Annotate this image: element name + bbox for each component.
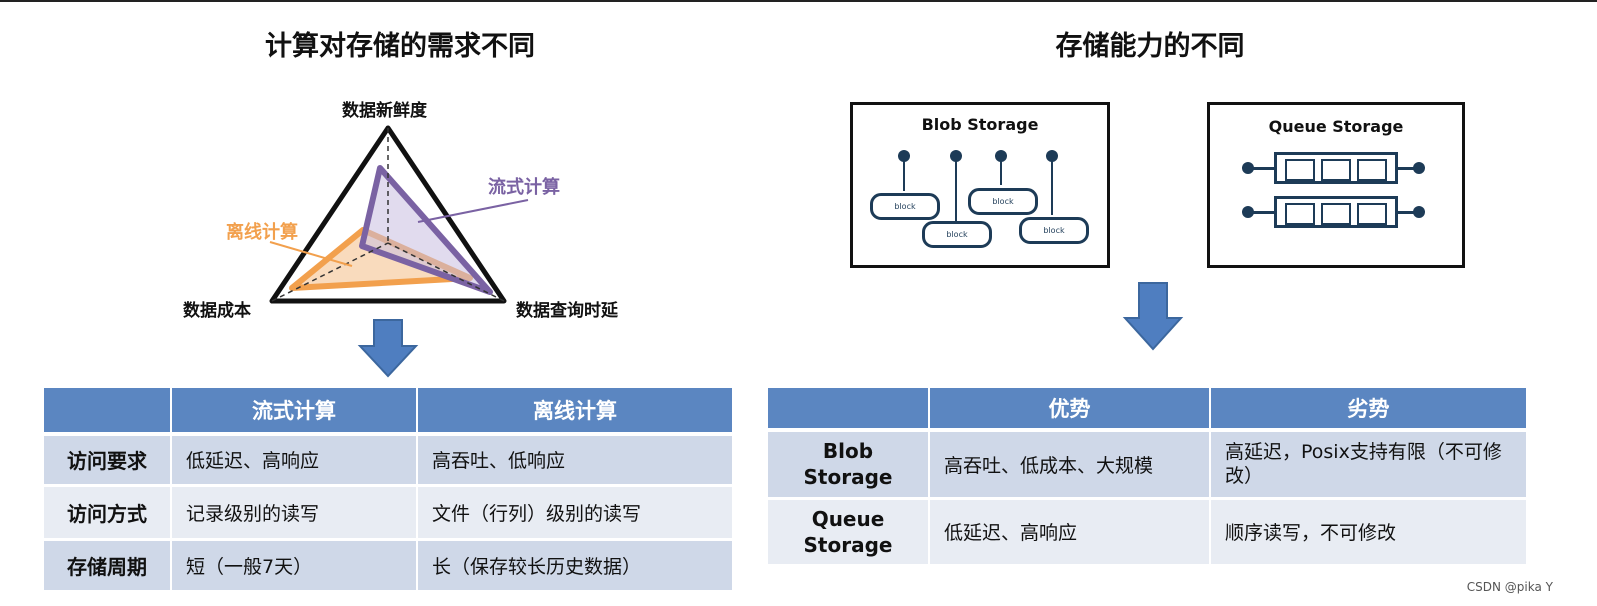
table-row: 存储周期 短（一般7天） 长（保存较长历史数据） [44,539,732,593]
node-dot [1413,206,1425,218]
row-label: 存储周期 [44,539,172,593]
axis-label-latency: 数据查询时延 [516,301,618,321]
queue-storage-box: Queue Storage [1207,102,1465,268]
table-row: Queue Storage 低延迟、高响应 顺序读写，不可修改 [768,498,1526,567]
envelope-icon [1285,203,1315,225]
cell-disadvantage: 顺序读写，不可修改 [1210,498,1526,567]
header-empty [768,388,930,432]
cell-disadvantage: 高延迟，Posix支持有限（不可修改） [1210,430,1526,500]
axis-label-cost: 数据成本 [183,301,251,321]
header-stream: 流式计算 [171,388,418,436]
node-dot [1242,162,1254,174]
radar-triangle [269,125,507,304]
connector [1252,211,1274,214]
left-down-arrow [357,319,419,378]
node-dot [1242,206,1254,218]
row-label: 访问方式 [44,485,172,541]
envelope-icon [1285,159,1315,181]
connector [1051,161,1053,215]
header-empty [44,388,172,436]
node-dot [1046,150,1058,162]
blob-storage-box: Blob Storage block block block block [850,102,1110,268]
cell-offline: 高吞吐、低响应 [417,434,732,487]
block-item: block [1019,217,1089,244]
top-border [0,0,1597,2]
cell-advantage: 低延迟、高响应 [929,498,1211,567]
node-dot [950,150,962,162]
axis-label-freshness: 数据新鲜度 [342,101,427,121]
stream-pointer [417,199,529,223]
axis-right [387,242,505,302]
connector [1000,161,1002,185]
node-dot [995,150,1007,162]
queue-bar [1274,196,1398,228]
node-dot [898,150,910,162]
right-down-arrow [1122,282,1184,351]
cell-stream: 记录级别的读写 [171,485,418,541]
envelope-icon [1357,159,1387,181]
row-label: Blob Storage [768,430,930,500]
block-item: block [968,188,1038,215]
stream-area [359,165,493,295]
connector [1398,211,1416,214]
left-title: 计算对存储的需求不同 [265,31,535,62]
envelope-icon [1321,159,1351,181]
table-row: Blob Storage 高吞吐、低成本、大规模 高延迟，Posix支持有限（不… [768,430,1526,500]
stream-label: 流式计算 [488,177,560,198]
connector [903,161,905,191]
header-advantage: 优势 [929,388,1211,432]
table-row: 访问要求 低延迟、高响应 高吞吐、低响应 [44,434,732,487]
right-title: 存储能力的不同 [1055,31,1245,62]
queue-storage-title: Queue Storage [1268,117,1404,136]
cell-stream: 低延迟、高响应 [171,434,418,487]
offline-label: 离线计算 [226,222,298,243]
connector [955,161,957,221]
row-label: Queue Storage [768,498,930,567]
cell-offline: 文件（行列）级别的读写 [417,485,732,541]
storage-table: 优势 劣势 Blob Storage 高吞吐、低成本、大规模 高延迟，Posix… [768,388,1526,567]
table-header-row: 优势 劣势 [768,388,1526,432]
axis-left [271,242,389,302]
queue-bar [1274,152,1398,184]
cell-advantage: 高吞吐、低成本、大规模 [929,430,1211,500]
block-item: block [870,193,940,220]
node-dot [1413,162,1425,174]
row-label: 访问要求 [44,434,172,487]
compute-table: 流式计算 离线计算 访问要求 低延迟、高响应 高吞吐、低响应 访问方式 记录级别… [44,388,732,593]
connector [1398,167,1416,170]
block-item: block [922,221,992,248]
table-row: 访问方式 记录级别的读写 文件（行列）级别的读写 [44,485,732,541]
blob-storage-title: Blob Storage [921,115,1039,134]
cell-offline: 长（保存较长历史数据） [417,539,732,593]
header-offline: 离线计算 [417,388,732,436]
header-disadvantage: 劣势 [1210,388,1526,432]
cell-stream: 短（一般7天） [171,539,418,593]
watermark: CSDN @pika Y [1466,580,1553,594]
connector [1252,167,1274,170]
envelope-icon [1321,203,1351,225]
table-header-row: 流式计算 离线计算 [44,388,732,436]
envelope-icon [1357,203,1387,225]
offline-pointer [269,241,353,267]
